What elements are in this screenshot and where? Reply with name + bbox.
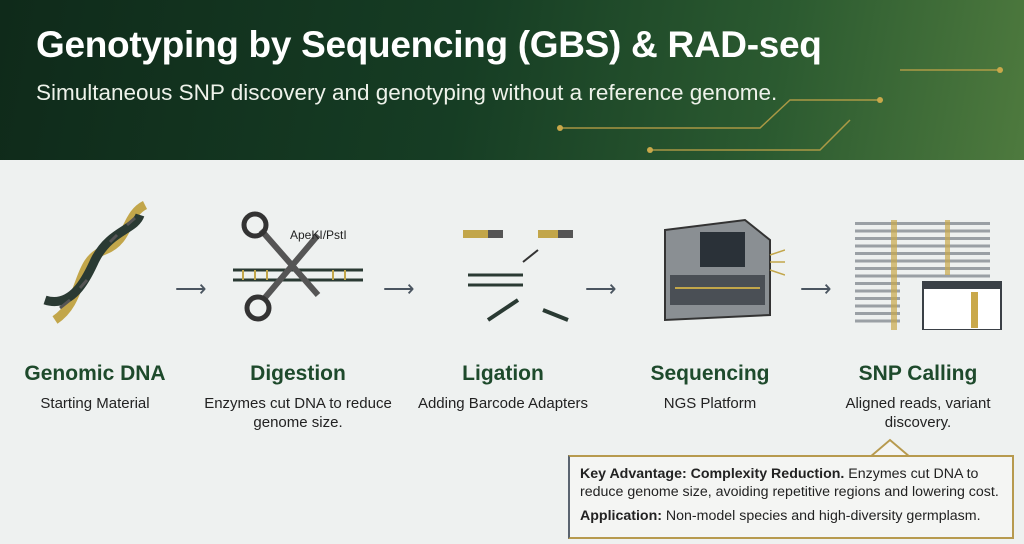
step-title: Genomic DNA bbox=[24, 362, 166, 385]
sequence-read bbox=[855, 259, 990, 263]
application-label: Application: bbox=[580, 508, 662, 524]
step-snp-calling: SNP Calling Aligned reads, variant disco… bbox=[818, 200, 1018, 431]
arrow-right-icon: ⟶ bbox=[383, 276, 415, 301]
circuit-decoration bbox=[557, 67, 1003, 153]
aligned-reads-icon bbox=[855, 220, 1002, 330]
sequence-read bbox=[855, 319, 900, 323]
sequence-read bbox=[855, 222, 990, 225]
step-ligation: Ligation Adding Barcode Adapters bbox=[403, 200, 603, 412]
application-text: Non-model species and high-diversity ger… bbox=[661, 508, 981, 524]
page-subtitle: Simultaneous SNP discovery and genotypin… bbox=[36, 80, 778, 105]
scissors-icon bbox=[233, 211, 363, 322]
arrow-right-icon: ⟶ bbox=[800, 276, 832, 301]
sequence-read bbox=[855, 244, 990, 248]
arrow-right-icon: ⟶ bbox=[175, 276, 207, 301]
step-sequencing: Sequencing NGS Platform bbox=[610, 200, 810, 412]
step-digestion: ApeKI/PstI Digestion Enzymes cut DNA to … bbox=[198, 200, 398, 431]
page-title: Genotyping by Sequencing (GBS) & RAD-seq bbox=[36, 24, 822, 65]
enzyme-label: ApeKI/PstI bbox=[290, 228, 347, 242]
adapter-ligation-icon bbox=[463, 230, 573, 322]
step-title: SNP Calling bbox=[858, 362, 978, 385]
step-desc: NGS Platform bbox=[663, 395, 757, 412]
key-advantage-label: Key Advantage: Complexity Reduction. bbox=[580, 466, 845, 482]
key-advantage-callout: Key Advantage: Complexity Reduction. Enz… bbox=[568, 455, 1014, 539]
sequence-read bbox=[855, 304, 900, 308]
sequence-read bbox=[855, 252, 990, 255]
key-advantage-text: Enzymes cut DNA to reduce genome size, a… bbox=[580, 466, 999, 500]
sequence-read bbox=[855, 312, 900, 315]
step-title: Sequencing bbox=[650, 362, 770, 385]
sequence-read bbox=[855, 237, 990, 240]
dna-helix-icon bbox=[43, 200, 148, 324]
sequence-read bbox=[855, 274, 990, 278]
callout-pointer bbox=[870, 438, 910, 458]
step-desc: Starting Material bbox=[40, 395, 150, 412]
step-title: Digestion bbox=[250, 362, 346, 385]
arrow-right-icon: ⟶ bbox=[585, 276, 617, 301]
sequence-read bbox=[855, 282, 900, 285]
header-banner: Genotyping by Sequencing (GBS) & RAD-seq… bbox=[0, 0, 1024, 160]
step-desc: Adding Barcode Adapters bbox=[417, 395, 589, 412]
step-desc: Aligned reads, variant discovery. bbox=[845, 395, 991, 431]
step-desc: Enzymes cut DNA to reduce genome size. bbox=[204, 395, 392, 431]
step-title: Ligation bbox=[462, 362, 544, 385]
sequencer-icon bbox=[664, 218, 785, 322]
sequence-read bbox=[855, 267, 990, 270]
sequence-read bbox=[855, 297, 900, 300]
sequence-read bbox=[855, 289, 900, 293]
sequence-read bbox=[855, 229, 990, 233]
step-genomic-dna: Genomic DNA Starting Material bbox=[0, 200, 195, 412]
